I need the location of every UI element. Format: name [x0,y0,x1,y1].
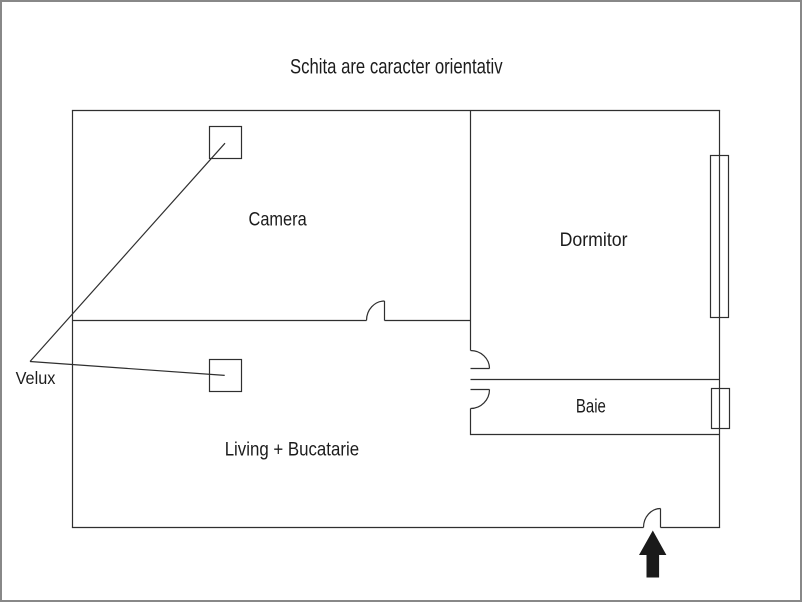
svg-text:Camera: Camera [249,210,308,231]
svg-text:Living + Bucatarie: Living + Bucatarie [225,440,359,461]
svg-text:Velux: Velux [16,368,56,388]
svg-text:Baie: Baie [576,396,606,417]
svg-text:Schita are caracter orientativ: Schita are caracter orientativ [290,54,503,78]
svg-text:Dormitor: Dormitor [560,230,629,251]
